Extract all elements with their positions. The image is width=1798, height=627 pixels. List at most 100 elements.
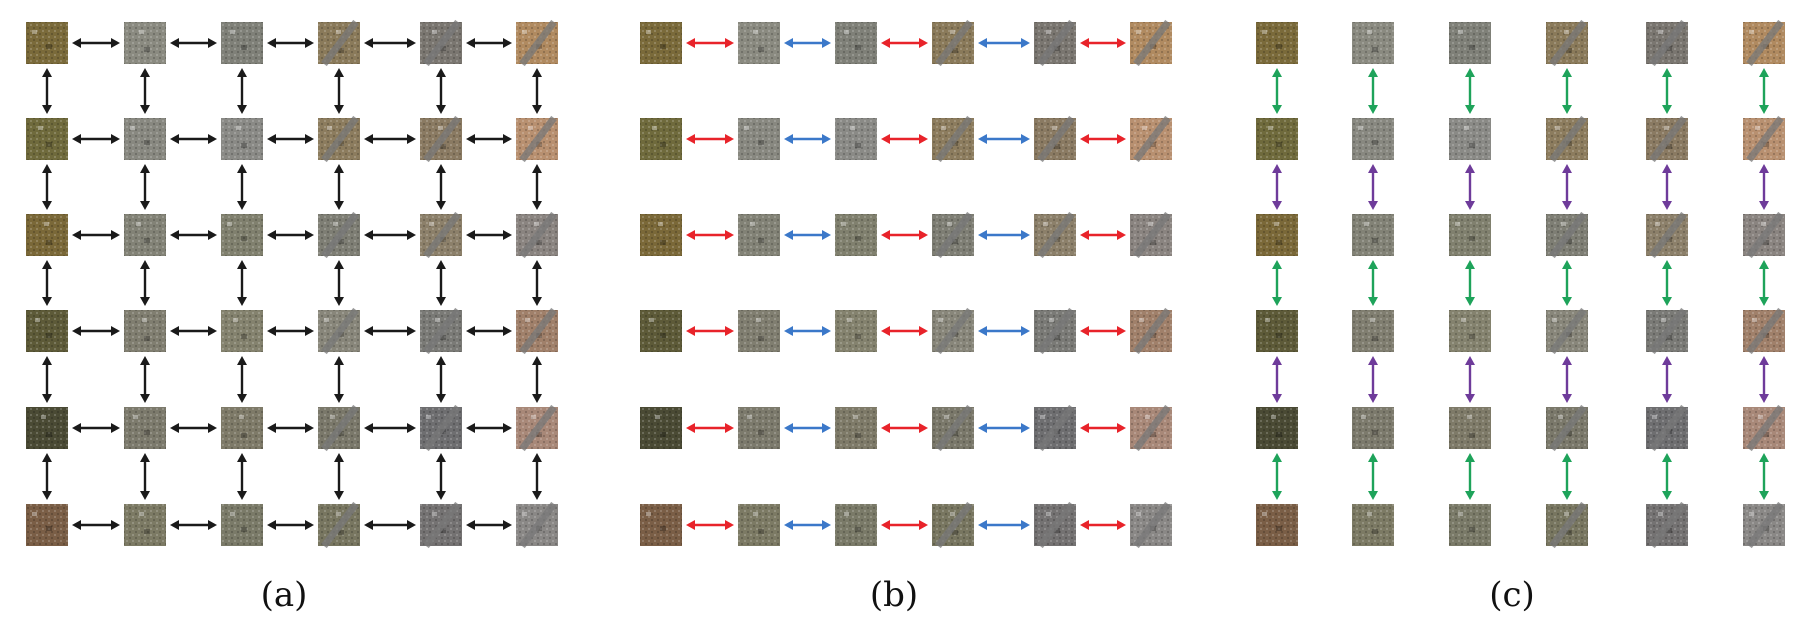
varrow-a-r3-c0-head-start [42, 356, 52, 365]
varrow-a-r4-c2-head-end [237, 491, 247, 500]
varrow-a-r3-c4-head-end [436, 394, 446, 403]
harrow-a-r0-c3-head-start [364, 38, 373, 48]
harrow-b-r4-c3 [978, 423, 1030, 433]
varrow-a-r3-c0 [42, 356, 52, 403]
varrow-a-r2-c1 [140, 260, 150, 306]
harrow-a-r4-c0-head-start [72, 423, 81, 433]
varrow-c-r1-c2 [1465, 164, 1475, 210]
varrow-a-r1-c4-head-end [436, 201, 446, 210]
harrow-b-r4-c1 [784, 423, 831, 433]
tile-b-r2-c2 [835, 214, 877, 256]
varrow-c-r0-c1 [1368, 68, 1378, 114]
harrow-a-r0-c4-head-end [503, 38, 512, 48]
varrow-c-r2-c0-head-end [1272, 297, 1282, 306]
harrow-b-r0-c2-head-end [919, 38, 928, 48]
varrow-c-r4-c0-head-start [1272, 453, 1282, 462]
harrow-b-r5-c4-head-end [1117, 520, 1126, 530]
harrow-b-r3-c0-head-end [725, 326, 734, 336]
varrow-c-r4-c2-head-end [1465, 491, 1475, 500]
harrow-a-r3-c1-head-start [170, 326, 179, 336]
harrow-a-r3-c3-head-start [364, 326, 373, 336]
harrow-b-r1-c2-head-end [919, 134, 928, 144]
harrow-b-r1-c2 [881, 134, 928, 144]
tile-c-r2-c0 [1256, 214, 1298, 256]
varrow-a-r3-c2 [237, 356, 247, 403]
varrow-c-r1-c1-head-start [1368, 164, 1378, 173]
varrow-a-r4-c0-head-end [42, 491, 52, 500]
varrow-c-r0-c4-head-end [1662, 105, 1672, 114]
tile-a-r5-c0 [26, 504, 68, 546]
tile-b-r4-c2 [835, 407, 877, 449]
varrow-a-r1-c4 [436, 164, 446, 210]
tile-a-r1-c0 [26, 118, 68, 160]
harrow-a-r3-c2-head-start [267, 326, 276, 336]
varrow-c-r4-c4 [1662, 453, 1672, 500]
tile-c-r2-c2 [1449, 214, 1491, 256]
varrow-c-r3-c3-head-start [1562, 356, 1572, 365]
harrow-b-r3-c1 [784, 326, 831, 336]
varrow-a-r2-c3-head-start [334, 260, 344, 269]
varrow-a-r3-c2-head-start [237, 356, 247, 365]
harrow-a-r5-c0-head-end [111, 520, 120, 530]
varrow-c-r3-c0 [1272, 356, 1282, 403]
varrow-a-r0-c1 [140, 68, 150, 114]
tile-c-r4-c5 [1743, 404, 1785, 452]
harrow-a-r3-c0-head-end [111, 326, 120, 336]
tile-a-r5-c2 [221, 504, 263, 546]
varrow-a-r3-c3 [334, 356, 344, 403]
harrow-b-r3-c2-head-start [881, 326, 890, 336]
varrow-c-r4-c1-head-end [1368, 491, 1378, 500]
varrow-a-r2-c2 [237, 260, 247, 306]
harrow-a-r4-c1-head-start [170, 423, 179, 433]
varrow-a-r2-c1-head-start [140, 260, 150, 269]
harrow-b-r0-c1-head-start [784, 38, 793, 48]
harrow-b-r3-c2 [881, 326, 928, 336]
harrow-b-r0-c1-head-end [822, 38, 831, 48]
harrow-a-r5-c0 [72, 520, 120, 530]
harrow-b-r3-c4 [1080, 326, 1126, 336]
varrow-c-r2-c3 [1562, 260, 1572, 306]
harrow-a-r2-c2-head-start [267, 230, 276, 240]
harrow-b-r2-c1 [784, 230, 831, 240]
varrow-c-r2-c2 [1465, 260, 1475, 306]
harrow-a-r5-c1 [170, 520, 217, 530]
harrow-a-r4-c2-head-start [267, 423, 276, 433]
varrow-a-r4-c4 [436, 453, 446, 500]
varrow-a-r4-c1-head-end [140, 491, 150, 500]
varrow-a-r0-c5 [532, 68, 542, 114]
varrow-c-r3-c2 [1465, 356, 1475, 403]
varrow-a-r2-c3-head-end [334, 297, 344, 306]
harrow-a-r0-c3-head-end [407, 38, 416, 48]
varrow-c-r0-c2 [1465, 68, 1475, 114]
harrow-b-r4-c0 [686, 423, 734, 433]
harrow-a-r0-c2-head-start [267, 38, 276, 48]
harrow-b-r2-c4-head-start [1080, 230, 1089, 240]
varrow-c-r3-c2-head-end [1465, 394, 1475, 403]
varrow-c-r3-c3-head-end [1562, 394, 1572, 403]
varrow-a-r2-c5-head-start [532, 260, 542, 269]
harrow-a-r3-c4-head-end [503, 326, 512, 336]
varrow-c-r0-c0 [1272, 68, 1282, 114]
varrow-a-r3-c3-head-start [334, 356, 344, 365]
varrow-a-r2-c4 [436, 260, 446, 306]
harrow-b-r0-c1 [784, 38, 831, 48]
varrow-a-r3-c1-head-start [140, 356, 150, 365]
varrow-c-r4-c4-head-end [1662, 491, 1672, 500]
tile-c-r1-c2 [1449, 118, 1491, 160]
varrow-a-r0-c0-head-end [42, 105, 52, 114]
tile-b-r0-c3 [932, 19, 974, 67]
harrow-a-r1-c3 [364, 134, 416, 144]
panel-b [640, 19, 1172, 549]
varrow-a-r3-c4-head-start [436, 356, 446, 365]
tile-c-r2-c4 [1646, 211, 1688, 259]
harrow-a-r1-c1 [170, 134, 217, 144]
varrow-c-r2-c4-head-end [1662, 297, 1672, 306]
varrow-a-r0-c2-head-start [237, 68, 247, 77]
varrow-a-r1-c1 [140, 164, 150, 210]
harrow-b-r4-c4 [1080, 423, 1126, 433]
varrow-a-r0-c5-head-start [532, 68, 542, 77]
varrow-c-r1-c0 [1272, 164, 1282, 210]
harrow-a-r4-c3-head-start [364, 423, 373, 433]
varrow-c-r3-c0-head-start [1272, 356, 1282, 365]
harrow-b-r3-c4-head-start [1080, 326, 1089, 336]
